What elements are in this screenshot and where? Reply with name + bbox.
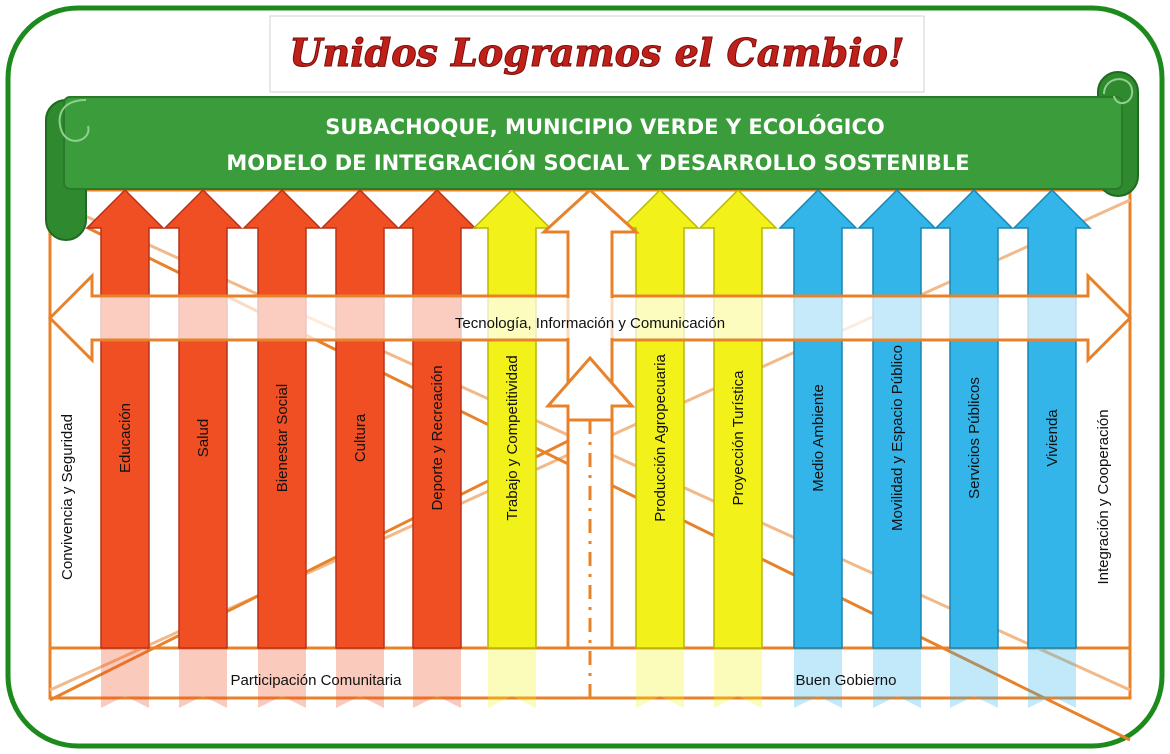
pillar-tail [336, 648, 384, 708]
pillar-tail [101, 648, 149, 708]
pillar-label: Educación [117, 403, 134, 473]
pillar-tail [258, 648, 306, 708]
pillar-label: Trabajo y Competitividad [504, 355, 521, 520]
pillar-label: Salud [195, 419, 212, 457]
pillar-label: Medio Ambiente [810, 384, 827, 492]
pillar-tail [873, 648, 921, 708]
pillar-label: Proyección Turística [730, 370, 747, 506]
pillar-tail [1028, 648, 1076, 708]
pillar-tail [413, 648, 461, 708]
center-arrow-group [540, 187, 640, 705]
center-gap [566, 298, 614, 338]
pillar-label: Cultura [352, 413, 369, 462]
pillar-tail [636, 648, 684, 708]
pillar-tail [794, 648, 842, 708]
right-side-label: Integración y Cooperación [1095, 409, 1112, 584]
pillar-label: Movilidad y Espacio Público [889, 345, 906, 531]
pillar-tail [488, 648, 536, 708]
slogan-text: Unidos Logramos el Cambio! [289, 30, 904, 75]
pillar-tail [179, 648, 227, 708]
pillar-tail [950, 648, 998, 708]
banner-left-roll [58, 99, 90, 142]
labels-group: Tecnología, Información y Comunicación P… [59, 315, 1112, 689]
banner-line1: SUBACHOQUE, MUNICIPIO VERDE Y ECOLÓGICO [325, 114, 885, 139]
pillar-label: Bienestar Social [274, 384, 291, 492]
banner-line2: MODELO DE INTEGRACIÓN SOCIAL Y DESARROLL… [226, 150, 969, 175]
pillar-label: Servicios Públicos [966, 377, 983, 499]
banner-right-roll [1103, 78, 1134, 105]
banner-body [63, 96, 1123, 190]
bottom-left-label: Participación Comunitaria [231, 672, 403, 689]
pillar-label: Producción Agropecuaria [652, 354, 669, 522]
horizontal-axis-label: Tecnología, Información y Comunicación [455, 315, 725, 332]
slogan-box [269, 15, 925, 93]
bottom-right-label: Buen Gobierno [796, 672, 897, 689]
left-side-label: Convivencia y Seguridad [59, 414, 76, 580]
pillar-label: Vivienda [1044, 409, 1061, 467]
banner-scroll: SUBACHOQUE, MUNICIPIO VERDE Y ECOLÓGICO … [45, 71, 1139, 241]
pillar-label: Deporte y Recreación [429, 365, 446, 510]
pillar-tail [714, 648, 762, 708]
